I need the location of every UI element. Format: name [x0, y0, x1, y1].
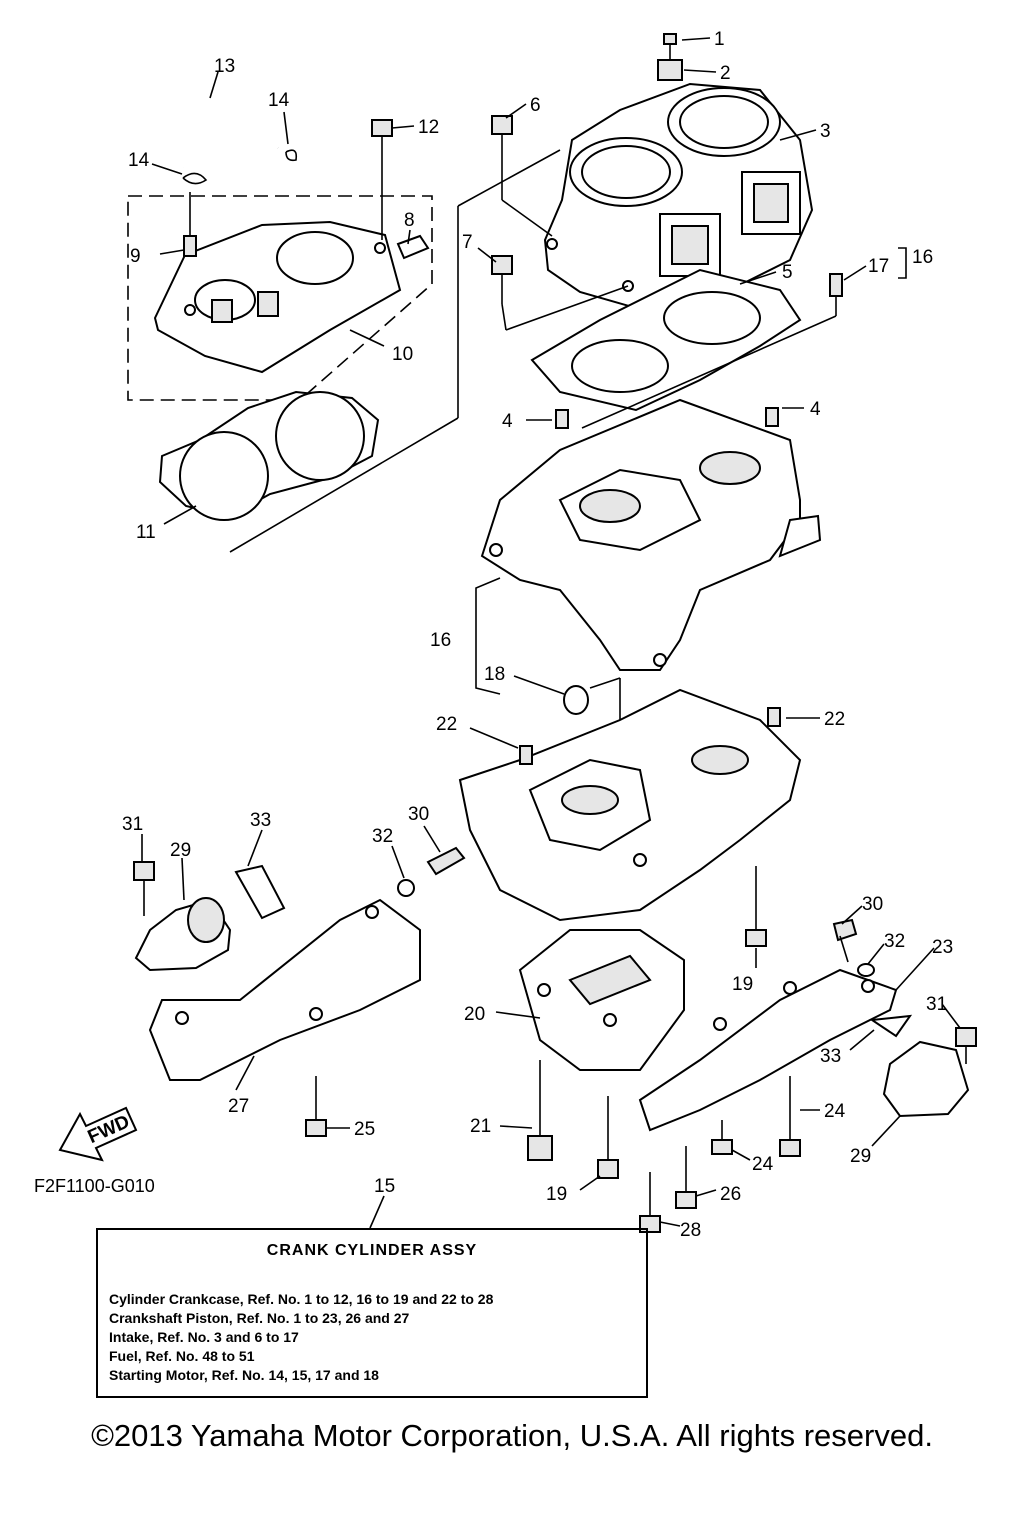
dowel-17: [581, 273, 843, 429]
callout-17: 17: [868, 256, 889, 277]
callout-16-top: 16: [912, 247, 933, 268]
bolts-6-7: [491, 115, 629, 331]
callout-29-right: 29: [850, 1146, 871, 1167]
callout-16: 16: [430, 630, 451, 651]
callout-33-right: 33: [820, 1046, 841, 1067]
callout-6: 6: [530, 95, 541, 116]
legend-line: Fuel, Ref. No. 48 to 51: [109, 1348, 255, 1364]
callout-14-left: 14: [128, 150, 150, 171]
callout-25: 27: [228, 1096, 249, 1117]
callout-8: 10: [392, 344, 413, 365]
callout-29-left: 29: [170, 840, 191, 861]
callout-28: 24: [824, 1101, 846, 1122]
callout-3: 1: [714, 29, 725, 50]
callout-18: 18: [484, 664, 505, 685]
callout-21: 21: [470, 1116, 491, 1137]
left-mount-group: [133, 846, 466, 1137]
legend-title: CRANK CYLINDER ASSY: [266, 1242, 478, 1259]
callout-7: 7: [462, 232, 473, 253]
callout-2: 2: [720, 63, 731, 84]
gasket-11: [158, 390, 380, 521]
callout-14-right: 14: [268, 90, 290, 111]
callout-27: 24: [752, 1154, 774, 1175]
callout-13: 13: [214, 56, 235, 77]
callout-30-right: 30: [862, 894, 883, 915]
callout-4-right: 4: [810, 399, 821, 420]
legend-lines: Cylinder Crankcase, Ref. No. 1 to 12, 16…: [109, 1290, 493, 1385]
copyright-notice: ©2013 Yamaha Motor Corporation, U.S.A. A…: [91, 1418, 933, 1453]
callout-19-right: 19: [732, 974, 753, 995]
callout-32-left: 32: [372, 826, 393, 847]
fwd-arrow-icon: FWD: [58, 1106, 138, 1162]
callout-26: 28: [680, 1220, 701, 1241]
callout-11: 11: [136, 522, 156, 543]
legend-line: Cylinder Crankcase, Ref. No. 1 to 12, 16…: [109, 1291, 494, 1307]
callout-30-left: 30: [408, 804, 429, 825]
callouts: 1 2 3 6 7 5 17 16 13 14 14 12 8 9 10 11 …: [122, 29, 961, 1241]
part-20: [518, 929, 685, 1161]
lower-crankcase: [458, 688, 802, 922]
callout-1: 3: [820, 121, 831, 142]
callout-5: 5: [782, 262, 793, 283]
callout-4-left: 4: [502, 411, 513, 432]
callout-15: 15: [374, 1176, 395, 1197]
upper-crankcase: [480, 398, 822, 671]
callout-19-bottom: 19: [546, 1184, 567, 1205]
callout-31-right: 31: [926, 994, 947, 1015]
intake-cover-group: [127, 90, 433, 401]
callout-12: 12: [418, 117, 439, 138]
callout-22-right: 22: [824, 709, 845, 730]
callout-9: 8: [404, 210, 415, 231]
diagram-code: F2F1100-G010: [34, 1176, 155, 1196]
callout-33-left: 33: [250, 810, 271, 831]
legend-line: Crankshaft Piston, Ref. No. 1 to 23, 26 …: [109, 1310, 410, 1326]
callout-20: 20: [464, 1004, 485, 1025]
callout-23: 23: [932, 937, 953, 958]
right-mount-group: [638, 918, 977, 1157]
cylinder-1: [543, 33, 814, 314]
legend-line: Starting Motor, Ref. No. 14, 15, 17 and …: [109, 1367, 379, 1383]
callout-10: 9: [130, 246, 141, 267]
callout-24-right: 26: [720, 1184, 741, 1205]
callout-32-right: 32: [884, 931, 905, 952]
callout-24-left: 25: [354, 1119, 375, 1140]
long-bolts: [597, 866, 767, 1233]
callout-22-left: 22: [436, 714, 457, 735]
gasket-5: [530, 268, 802, 412]
legend-line: Intake, Ref. No. 3 and 6 to 17: [109, 1329, 299, 1345]
callout-31-left: 31: [122, 814, 143, 835]
assembly-legend: CRANK CYLINDER ASSY Cylinder Crankcase, …: [96, 1228, 648, 1398]
